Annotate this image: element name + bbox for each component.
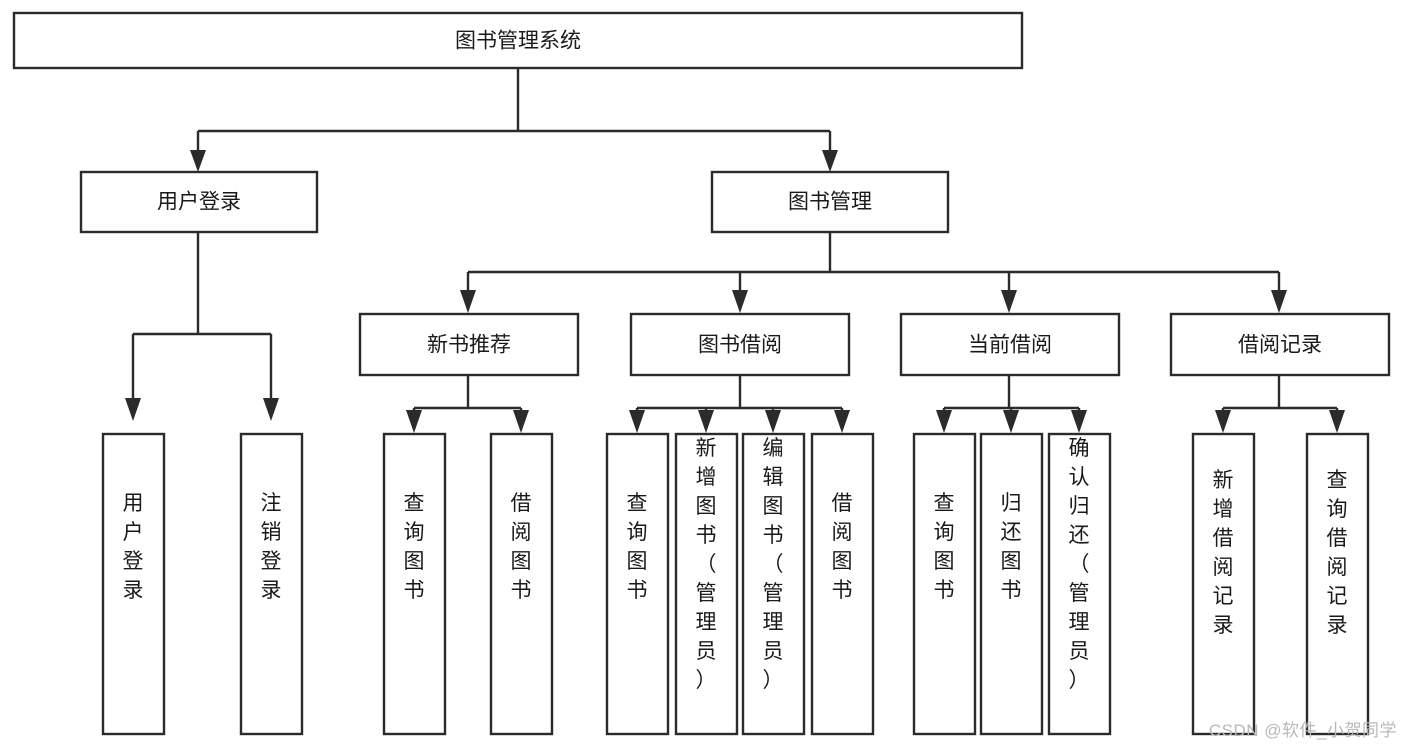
arrow-user-login-leaf-1 xyxy=(125,398,141,421)
node-root-system-label: 图书管理系统 xyxy=(455,30,581,53)
arrow-new-book-leaf-1 xyxy=(406,410,422,433)
csdn-watermark: CSDN @软件_小贺同学 xyxy=(1208,721,1397,740)
node-book-borrow-label: 图书借阅 xyxy=(698,334,782,357)
node-leaf-logout-box[interactable] xyxy=(239,432,304,736)
node-borrow-records-label: 借阅记录 xyxy=(1238,334,1322,357)
node-new-book-recommend[interactable]: 新书推荐 xyxy=(358,312,580,377)
node-user-login-box[interactable] xyxy=(79,170,319,234)
node-leaf-borrow-book-2-label: 借阅图书 xyxy=(832,492,853,602)
node-book-mgmt[interactable]: 图书管理 xyxy=(710,170,950,234)
node-leaf-borrow-book-1-box[interactable] xyxy=(489,432,554,736)
node-leaf-edit-book-label: 编辑图书（管理员） xyxy=(763,437,784,692)
node-current-borrow[interactable]: 当前借阅 xyxy=(899,312,1121,377)
node-new-book-recommend-label: 新书推荐 xyxy=(427,334,511,357)
node-user-login-label: 用户登录 xyxy=(157,191,241,214)
node-current-borrow-box[interactable] xyxy=(899,312,1121,377)
node-leaf-edit-book-box[interactable] xyxy=(741,432,806,736)
node-leaf-add-record[interactable]: 新增借阅记录 xyxy=(1191,432,1256,736)
arrow-book-mgmt-to-current xyxy=(1001,290,1017,313)
node-root-system-box[interactable] xyxy=(12,11,1024,70)
arrow-current-leaf-1 xyxy=(936,410,952,433)
node-leaf-borrow-book-2[interactable]: 借阅图书 xyxy=(810,432,875,736)
node-leaf-return-book-box[interactable] xyxy=(979,432,1044,736)
connector-group-current xyxy=(936,375,1087,433)
node-leaf-return-book[interactable]: 归还图书 xyxy=(979,432,1044,736)
node-leaf-query-book-1-box[interactable] xyxy=(382,432,447,736)
connector-group-borrow xyxy=(629,375,850,433)
arrow-current-leaf-2 xyxy=(1003,410,1019,433)
node-borrow-records-box[interactable] xyxy=(1169,312,1391,377)
arrow-book-mgmt-to-borrow xyxy=(732,290,748,313)
node-book-mgmt-label: 图书管理 xyxy=(788,191,872,214)
connector-group-root xyxy=(190,68,838,172)
node-user-login[interactable]: 用户登录 xyxy=(79,170,319,234)
node-leaf-edit-book[interactable]: 编辑图书（管理员） xyxy=(741,432,806,736)
node-leaf-query-book-3-box[interactable] xyxy=(912,432,977,736)
node-leaf-confirm-return-label: 确认归还（管理员） xyxy=(1069,437,1090,692)
node-leaf-query-book-3[interactable]: 查询图书 xyxy=(912,432,977,736)
arrow-user-login-leaf-2 xyxy=(263,398,279,421)
node-leaf-query-book-2[interactable]: 查询图书 xyxy=(605,432,670,736)
node-borrow-records[interactable]: 借阅记录 xyxy=(1169,312,1391,377)
node-book-borrow-box[interactable] xyxy=(629,312,851,377)
node-leaf-query-book-1-label: 查询图书 xyxy=(404,492,425,602)
arrow-records-leaf-2 xyxy=(1329,410,1345,433)
node-leaf-confirm-return-box[interactable] xyxy=(1047,432,1112,736)
node-leaf-logout[interactable]: 注销登录 xyxy=(239,432,304,736)
node-leaf-logout-label: 注销登录 xyxy=(261,492,282,602)
arrow-new-book-leaf-2 xyxy=(513,410,529,433)
arrow-root-to-book-mgmt xyxy=(822,150,838,172)
connector-group-new-book xyxy=(406,375,529,433)
node-leaf-confirm-return[interactable]: 确认归还（管理员） xyxy=(1047,432,1112,736)
node-leaf-query-record-label: 查询借阅记录 xyxy=(1327,469,1348,637)
node-leaf-query-book-2-box[interactable] xyxy=(605,432,670,736)
node-root-system[interactable]: 图书管理系统 xyxy=(12,11,1024,70)
arrow-current-leaf-3 xyxy=(1071,410,1087,433)
arrow-borrow-leaf-4 xyxy=(834,410,850,433)
connector-group-records xyxy=(1215,375,1345,433)
arrow-borrow-leaf-2 xyxy=(698,410,714,433)
node-leaf-add-book[interactable]: 新增图书（管理员） xyxy=(674,432,739,736)
node-leaf-query-book-1[interactable]: 查询图书 xyxy=(382,432,447,736)
node-leaf-query-book-3-label: 查询图书 xyxy=(934,492,955,602)
node-leaf-return-book-label: 归还图书 xyxy=(1001,492,1022,602)
arrow-records-leaf-1 xyxy=(1215,410,1231,433)
arrow-book-mgmt-to-new-book xyxy=(460,290,476,313)
node-leaf-borrow-book-2-box[interactable] xyxy=(810,432,875,736)
node-book-mgmt-box[interactable] xyxy=(710,170,950,234)
connector-group-user-login xyxy=(125,232,279,421)
node-leaf-query-record[interactable]: 查询借阅记录 xyxy=(1305,432,1370,736)
node-leaf-query-record-box[interactable] xyxy=(1305,432,1370,736)
arrow-borrow-leaf-1 xyxy=(629,410,645,433)
node-leaf-add-book-box[interactable] xyxy=(674,432,739,736)
node-leaf-borrow-book-1-label: 借阅图书 xyxy=(511,492,532,602)
node-new-book-recommend-box[interactable] xyxy=(358,312,580,377)
node-leaf-user-login[interactable]: 用户登录 xyxy=(101,432,166,736)
node-leaf-user-login-box[interactable] xyxy=(101,432,166,736)
connector-group-book-mgmt xyxy=(460,232,1287,313)
node-leaf-query-book-2-label: 查询图书 xyxy=(627,492,648,602)
arrow-book-mgmt-to-records xyxy=(1271,290,1287,313)
node-book-borrow[interactable]: 图书借阅 xyxy=(629,312,851,377)
arrow-root-to-user-login xyxy=(190,150,206,172)
node-leaf-add-book-label: 新增图书（管理员） xyxy=(696,437,717,692)
node-current-borrow-label: 当前借阅 xyxy=(968,334,1052,357)
node-leaf-add-record-box[interactable] xyxy=(1191,432,1256,736)
arrow-borrow-leaf-3 xyxy=(765,410,781,433)
node-leaf-borrow-book-1[interactable]: 借阅图书 xyxy=(489,432,554,736)
node-leaf-add-record-label: 新增借阅记录 xyxy=(1213,469,1234,637)
node-leaf-user-login-label: 用户登录 xyxy=(123,492,144,602)
